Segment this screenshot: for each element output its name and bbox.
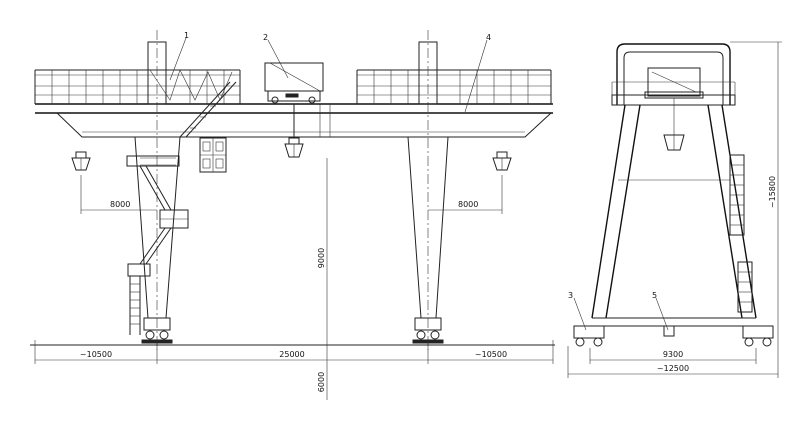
dim-total-height: ~15800 xyxy=(768,176,777,208)
walkway-railing-left xyxy=(34,69,241,104)
side-ladder xyxy=(729,154,753,313)
right-leg xyxy=(407,136,449,319)
side-view xyxy=(567,41,782,378)
side-bogies xyxy=(573,325,774,347)
grab-right xyxy=(492,151,512,171)
dim-gauge: 9300 xyxy=(663,350,683,359)
callout-2: 2 xyxy=(263,33,268,42)
callout-5: 5 xyxy=(652,291,657,300)
callout-3: 3 xyxy=(568,291,573,300)
side-top-frame xyxy=(611,43,736,106)
callout-4: 4 xyxy=(486,33,491,42)
trolley xyxy=(264,62,324,104)
dim-lift-below-rail: 6000 xyxy=(317,372,326,392)
side-trolley xyxy=(644,67,704,151)
dim-lift-above-rail: 9000 xyxy=(317,248,326,268)
dim-left-hook-reach: 8000 xyxy=(110,200,130,209)
dim-right-hook-reach: 8000 xyxy=(458,200,478,209)
electric-cabin xyxy=(199,137,227,173)
callout-leaders-side xyxy=(573,297,669,331)
front-view xyxy=(30,30,555,400)
dimension-lines-side xyxy=(567,41,782,378)
left-stairway xyxy=(126,81,237,335)
dim-right-cantilever: ~10500 xyxy=(475,350,507,359)
side-legs xyxy=(591,104,757,327)
callout-leaders-front xyxy=(169,37,488,113)
leg-top-masts xyxy=(147,30,438,350)
dimension-lines-front xyxy=(34,158,554,400)
dim-overall-width: ~12500 xyxy=(657,364,689,373)
grab-left xyxy=(71,151,91,171)
dim-left-cantilever: ~10500 xyxy=(80,350,112,359)
walkway-railing-right xyxy=(356,69,552,104)
grab-center xyxy=(284,104,304,158)
callout-1: 1 xyxy=(184,31,189,40)
dim-span: 25000 xyxy=(279,350,304,359)
